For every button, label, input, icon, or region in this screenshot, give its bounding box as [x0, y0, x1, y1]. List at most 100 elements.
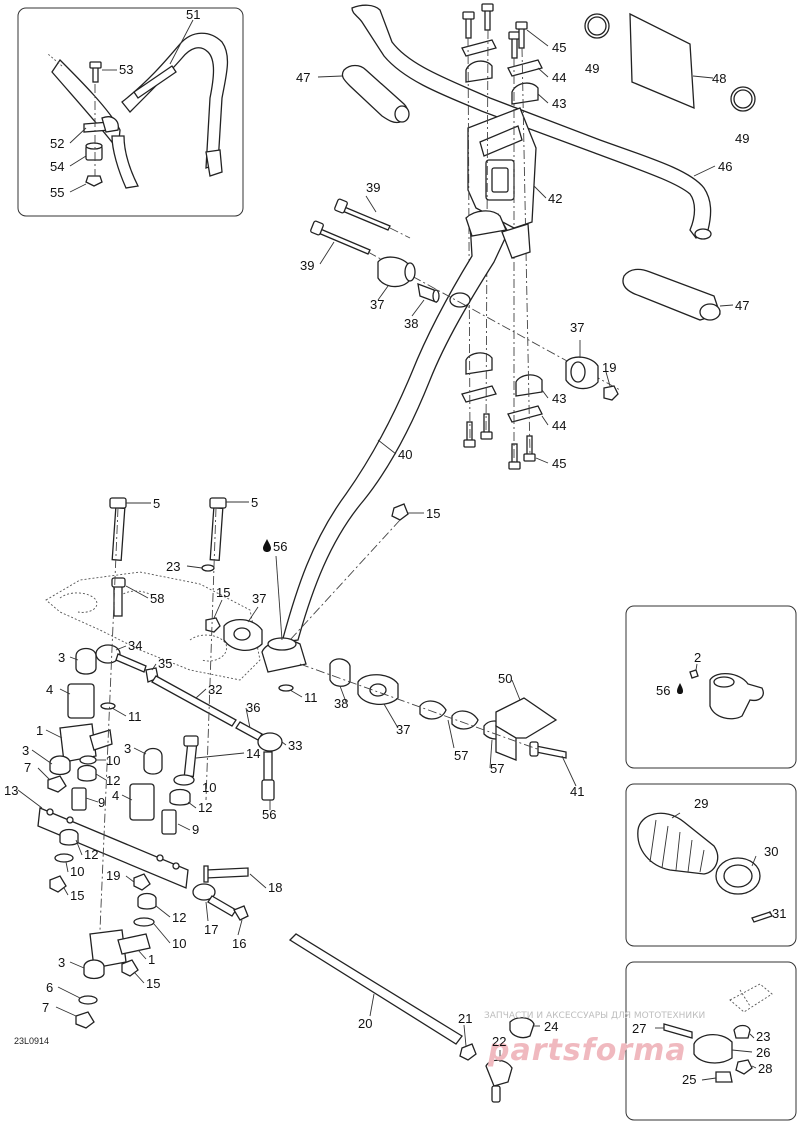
callout-45-b: 45 [552, 456, 566, 471]
callout-12-b: 12 [198, 800, 212, 815]
callout-27: 27 [632, 1021, 646, 1036]
callout-3-c: 3 [124, 741, 131, 756]
callout-7-b: 7 [42, 1000, 49, 1015]
callout-19-b: 19 [106, 868, 120, 883]
callout-10: 10 [106, 753, 120, 768]
callout-44-b: 44 [552, 418, 566, 433]
callout-50: 50 [498, 671, 512, 686]
callout-25: 25 [682, 1072, 696, 1087]
callout-37-b: 37 [570, 320, 584, 335]
callout-45: 45 [552, 40, 566, 55]
callout-3-b: 3 [22, 743, 29, 758]
callout-9: 9 [98, 795, 105, 810]
callout-32: 32 [208, 682, 222, 697]
callout-44: 44 [552, 70, 566, 85]
callout-12-c: 12 [84, 847, 98, 862]
callout-15-b: 15 [216, 585, 230, 600]
callout-56: 56 [273, 539, 287, 554]
callout-43-b: 43 [552, 391, 566, 406]
callout-56-b: 56 [262, 807, 276, 822]
callout-35: 35 [158, 656, 172, 671]
callout-33: 33 [288, 738, 302, 753]
lower-linkage-parts [37, 497, 567, 1103]
watermark-logo: partsforma [487, 1033, 687, 1068]
callout-54: 54 [50, 159, 64, 174]
callout-6: 6 [46, 980, 53, 995]
callout-39: 39 [366, 180, 380, 195]
callout-4-b: 4 [112, 788, 119, 803]
callout-5-b: 5 [251, 495, 258, 510]
oil-drop-icon [263, 539, 271, 552]
callout-14: 14 [246, 746, 260, 761]
callout-24: 24 [544, 1019, 558, 1034]
callout-15-c: 15 [70, 888, 84, 903]
callout-31: 31 [772, 906, 786, 921]
callout-23-b: 23 [756, 1029, 770, 1044]
callout-2: 2 [694, 650, 701, 665]
callout-21: 21 [458, 1011, 472, 1026]
callout-47: 47 [296, 70, 310, 85]
inset-ball-joint-drawing [663, 983, 773, 1083]
callout-17: 17 [204, 922, 218, 937]
callout-1-b: 1 [148, 952, 155, 967]
column-mount-hardware [310, 198, 621, 401]
inset-boot-drawing [637, 812, 773, 923]
callout-29: 29 [694, 796, 708, 811]
callout-57: 57 [454, 748, 468, 763]
callout-51: 51 [186, 7, 200, 22]
callout-49-b: 49 [735, 131, 749, 146]
callout-40: 40 [398, 447, 412, 462]
callout-3-d: 3 [58, 955, 65, 970]
callout-56-c: 56 [656, 683, 670, 698]
callout-41: 41 [570, 784, 584, 799]
callout-12-d: 12 [172, 910, 186, 925]
callout-47-b: 47 [735, 298, 749, 313]
callout-16: 16 [232, 936, 246, 951]
callout-3: 3 [58, 650, 65, 665]
callout-4: 4 [46, 682, 53, 697]
callout-9-b: 9 [192, 822, 199, 837]
callout-46: 46 [718, 159, 732, 174]
callout-43: 43 [552, 96, 566, 111]
oil-drop-icon [677, 683, 683, 694]
callout-30: 30 [764, 844, 778, 859]
callout-53: 53 [119, 62, 133, 77]
handlebar-assembly [341, 3, 756, 470]
callout-55: 55 [50, 185, 64, 200]
callout-1: 1 [36, 723, 43, 738]
inset-lower-bushing-drawing [689, 669, 764, 720]
callout-13: 13 [4, 783, 18, 798]
diagram-reference-code: 23L0914 [14, 1036, 49, 1046]
callout-34: 34 [128, 638, 142, 653]
callout-58: 58 [150, 591, 164, 606]
callout-23: 23 [166, 559, 180, 574]
callout-15-d: 15 [146, 976, 160, 991]
callout-28: 28 [758, 1061, 772, 1076]
callout-38: 38 [404, 316, 418, 331]
frame-bracket-outline [45, 571, 261, 681]
callout-36: 36 [246, 700, 260, 715]
leader-lines [17, 19, 771, 1081]
callout-11: 11 [128, 709, 142, 724]
callout-37-d: 37 [396, 722, 410, 737]
steering-column [261, 210, 531, 673]
callout-18: 18 [268, 880, 282, 895]
watermark-text: ЗАПЧАСТИ И АКСЕССУАРЫ ДЛЯ МОТОТЕХНИКИ [484, 1011, 705, 1021]
callout-labels: 51 53 52 54 55 47 45 44 43 49 48 49 42 4… [4, 7, 786, 1087]
callout-52: 52 [50, 136, 64, 151]
callout-57-b: 57 [490, 761, 504, 776]
callout-5: 5 [153, 496, 160, 511]
callout-7: 7 [24, 760, 31, 775]
callout-37-c: 37 [252, 591, 266, 606]
callout-37: 37 [370, 297, 384, 312]
callout-19: 19 [602, 360, 616, 375]
callout-49: 49 [585, 61, 599, 76]
callout-12: 12 [106, 773, 120, 788]
callout-42: 42 [548, 191, 562, 206]
callout-48: 48 [712, 71, 726, 86]
callout-10-d: 10 [172, 936, 186, 951]
callout-10-c: 10 [70, 864, 84, 879]
callout-10-b: 10 [202, 780, 216, 795]
callout-39-b: 39 [300, 258, 314, 273]
